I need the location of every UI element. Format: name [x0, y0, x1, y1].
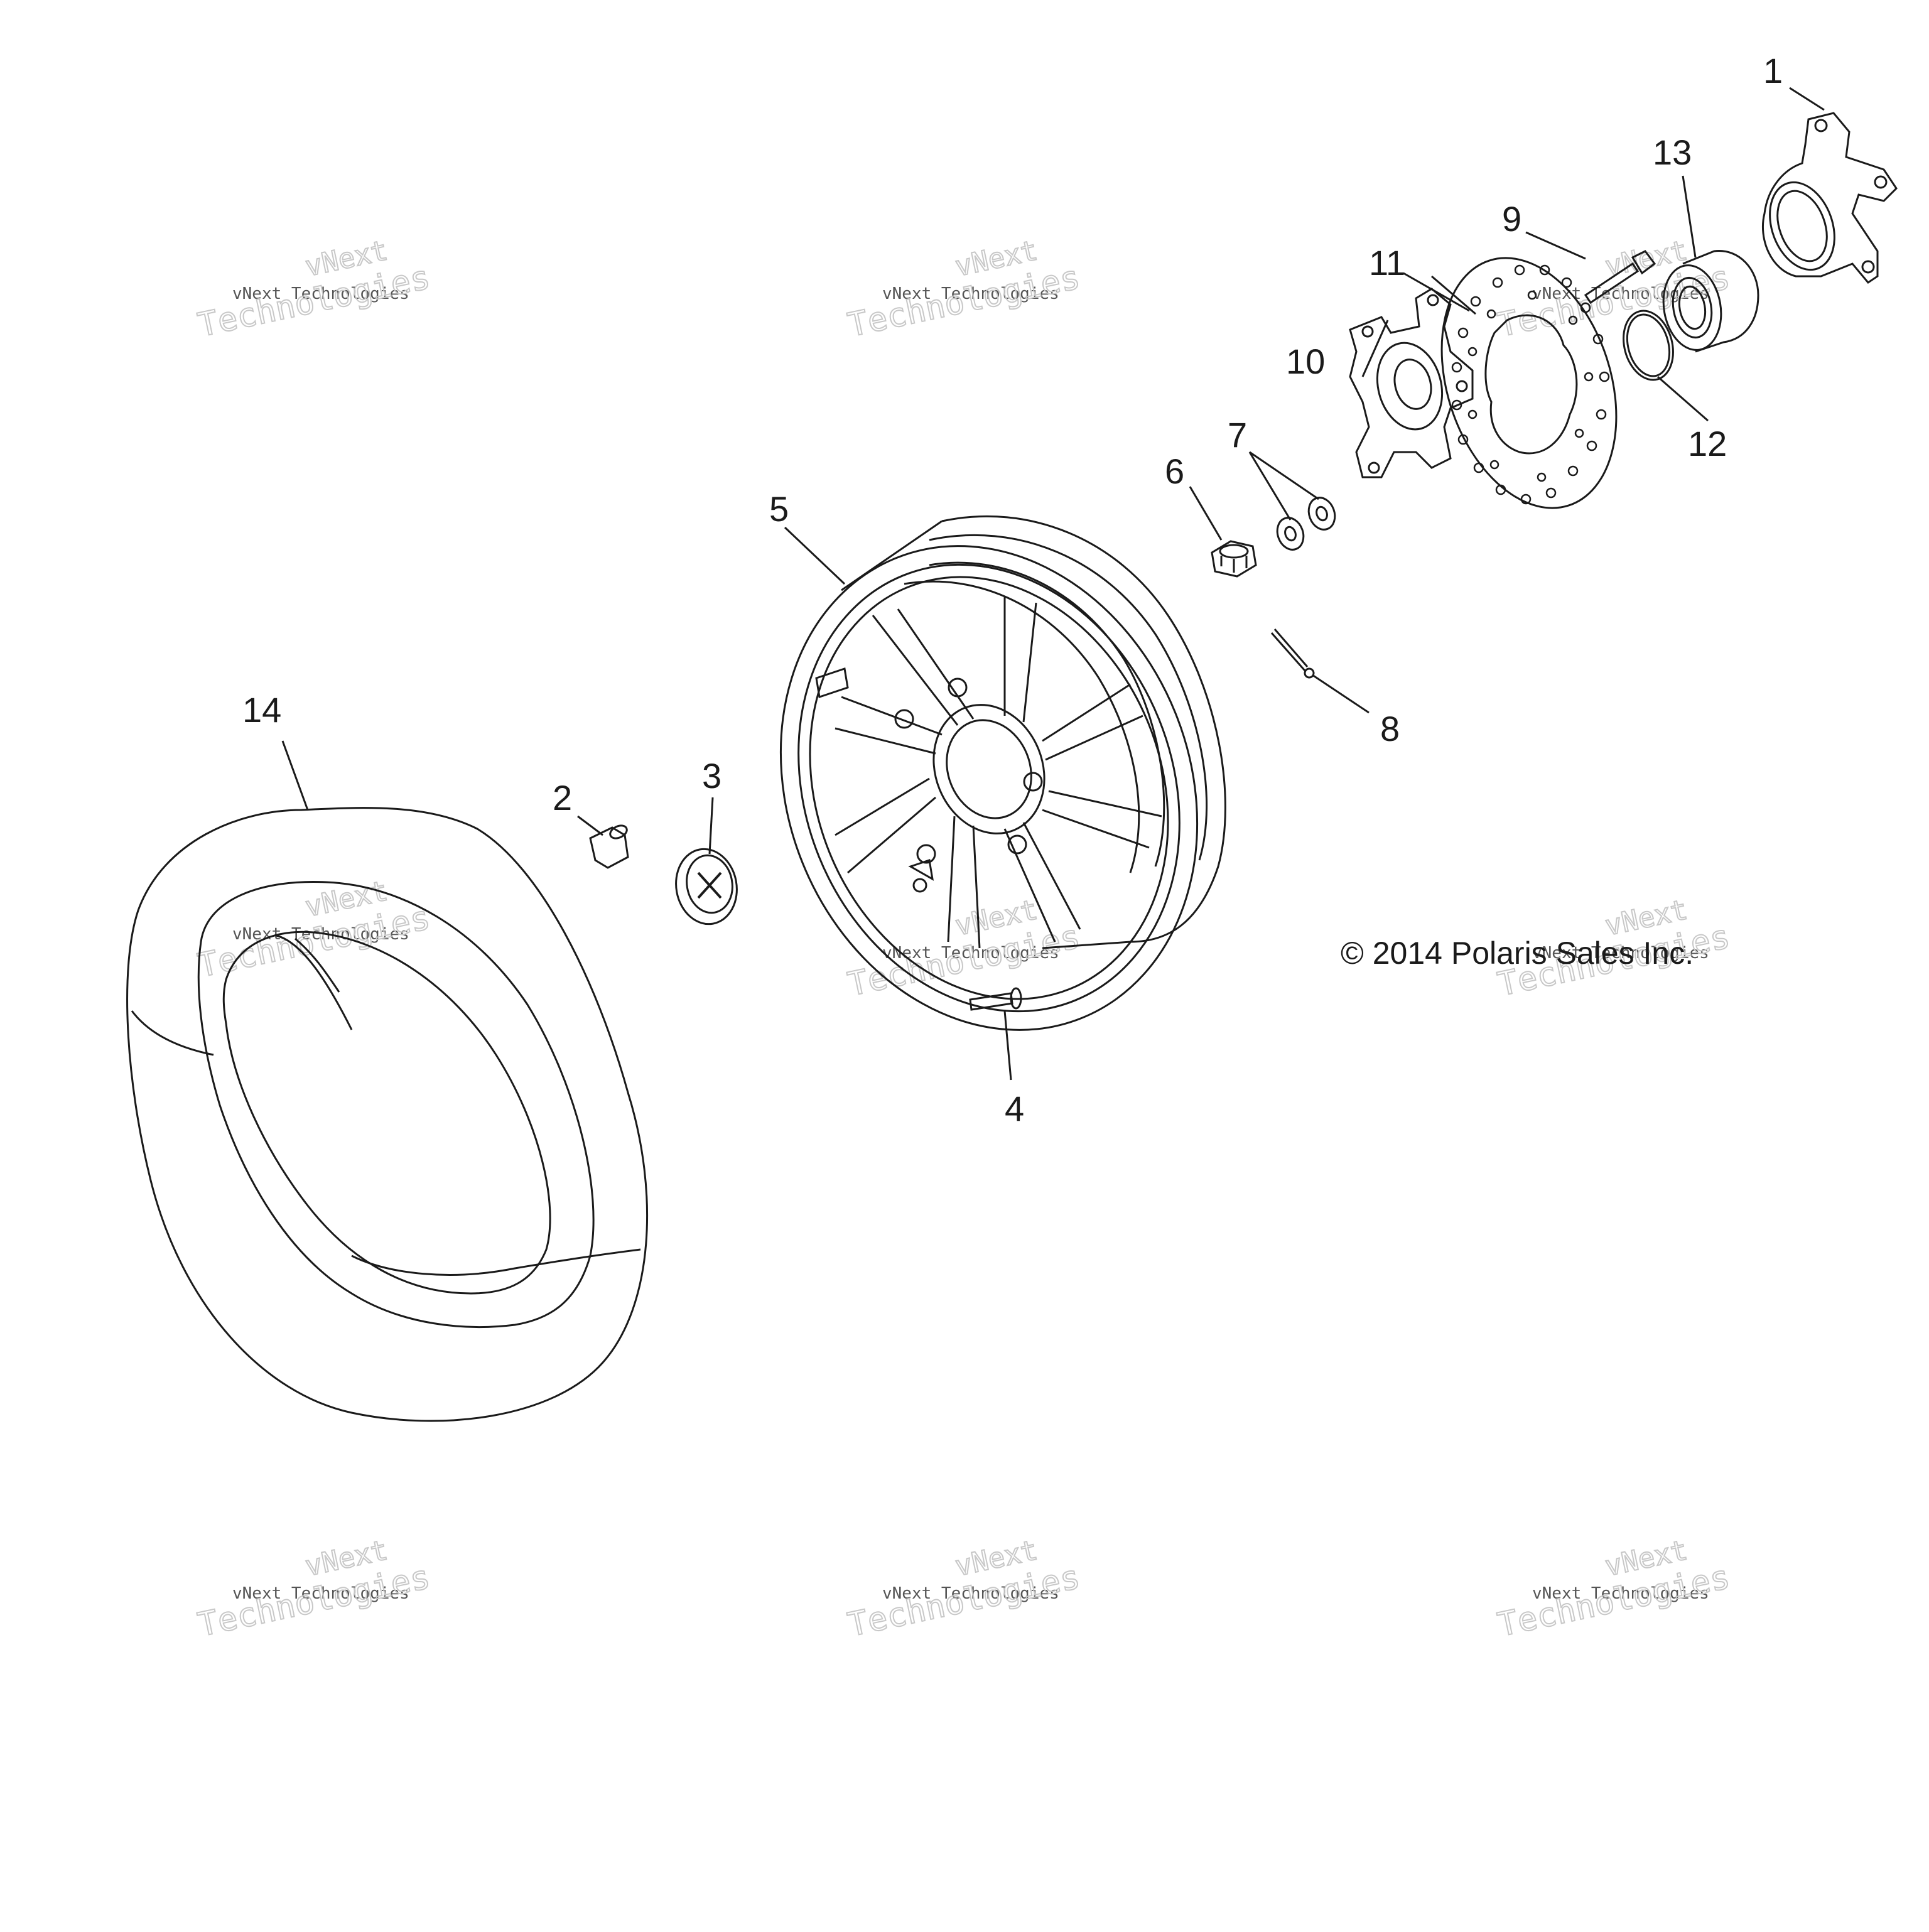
rotor-holes [1451, 264, 1610, 505]
leader-11 [1431, 275, 1476, 315]
leader-10 [1403, 272, 1470, 312]
callout-4: 4 [1005, 1089, 1024, 1128]
watermark-line2: vNext Technologies [882, 944, 1059, 963]
watermark-line2: vNext Technologies [232, 1584, 409, 1603]
leader-3 [708, 797, 714, 855]
part-hub [1349, 288, 1474, 478]
leader-1 [1789, 87, 1825, 111]
watermark-bottom-left: vNext vNext Technologies Technologies [194, 1533, 434, 1644]
part-bearing [1662, 250, 1759, 353]
part-bolt [1584, 250, 1656, 305]
callout-6: 6 [1165, 451, 1184, 491]
leader-10-real [1361, 320, 1389, 377]
leader-12 [1657, 375, 1709, 422]
callout-14: 14 [242, 690, 281, 730]
part-snap-ring [1623, 310, 1674, 381]
part-cotter-pin [1270, 629, 1315, 679]
callout-10: 10 [1286, 342, 1325, 381]
leader-lines-extra [1361, 275, 1476, 377]
watermark-line2: vNext Technologies [232, 284, 409, 303]
callout-13: 13 [1653, 132, 1692, 172]
leader-8 [1312, 674, 1370, 714]
callout-7: 7 [1228, 415, 1247, 455]
leader-13 [1682, 175, 1697, 258]
callout-5: 5 [769, 489, 789, 529]
watermark-top-center: vNext vNext Technologies Technologies [844, 234, 1084, 345]
callout-1: 1 [1763, 51, 1783, 90]
watermark-line2: vNext Technologies [1532, 1584, 1709, 1603]
callout-3: 3 [702, 756, 721, 796]
part-steering-knuckle [1761, 112, 1898, 284]
callouts: 1 2 3 4 5 6 7 8 9 10 11 12 13 14 [242, 51, 1783, 1128]
watermark-bottom-right: vNext vNext Technologies Technologies [1494, 1533, 1734, 1644]
callout-8: 8 [1380, 709, 1400, 748]
leader-7a [1248, 451, 1292, 521]
part-brake-rotor [1440, 257, 1618, 509]
watermark-line2: vNext Technologies [882, 284, 1059, 303]
watermark-bottom-center: vNext vNext Technologies Technologies [844, 1533, 1084, 1644]
part-tire [126, 807, 649, 1422]
part-washers [1276, 497, 1336, 551]
watermark-top-left: vNext vNext Technologies Technologies [194, 234, 434, 345]
callout-9: 9 [1502, 199, 1521, 239]
part-wheel [779, 515, 1226, 1031]
callout-11: 11 [1369, 243, 1405, 283]
leader-4 [1003, 1010, 1012, 1081]
watermark-line2: vNext Technologies [1532, 944, 1709, 963]
watermark-line2: vNext Technologies [882, 1584, 1059, 1603]
leader-2 [577, 815, 603, 836]
leader-14 [281, 740, 309, 811]
part-center-cap [675, 848, 738, 926]
leader-5 [784, 526, 846, 585]
leader-7b [1249, 451, 1319, 500]
leader-lines [281, 87, 1825, 1081]
callout-12: 12 [1688, 424, 1727, 463]
callout-2: 2 [553, 778, 572, 818]
part-valve-pin [969, 987, 1022, 1011]
leader-9 [1525, 231, 1586, 260]
leader-6 [1189, 486, 1223, 541]
part-lug-nut [589, 824, 629, 869]
copyright-text: © 2014 Polaris Sales Inc. [1341, 936, 1694, 971]
part-castle-nut [1211, 540, 1257, 578]
